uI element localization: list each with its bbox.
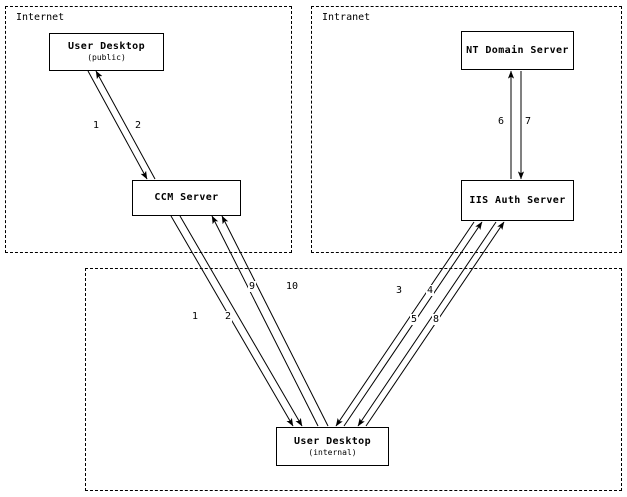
conn-public-to-ccm [87, 70, 148, 180]
zone-lan [85, 268, 622, 491]
node-title: CCM Server [154, 192, 219, 203]
node-subtitle: (internal) [308, 447, 357, 457]
flow-step-label: 7 [524, 116, 533, 127]
flow-step-label: 1 [92, 120, 101, 131]
flow-step-label: 6 [497, 116, 506, 127]
flow-step-label: 8 [432, 314, 441, 325]
flow-step-label: 5 [410, 314, 419, 325]
node-user-desktop-internal[interactable]: User Desktop (internal) [276, 427, 389, 466]
node-ccm-server[interactable]: CCM Server [132, 180, 241, 216]
node-user-desktop-public[interactable]: User Desktop (public) [49, 33, 164, 71]
flow-step-label: 10 [285, 281, 300, 292]
node-iis-auth-server[interactable]: IIS Auth Server [461, 180, 574, 221]
conn-iis-to-internal [335, 221, 497, 427]
node-title: IIS Auth Server [469, 194, 566, 206]
conn-internal-to-ccm [211, 215, 329, 427]
zone-internet [5, 6, 292, 253]
flow-step-label: 9 [248, 281, 257, 292]
zone-intranet-label: Intranet [322, 12, 371, 23]
zone-internet-label: Internet [16, 12, 65, 23]
zone-intranet [311, 6, 622, 253]
flow-step-label: 2 [134, 120, 143, 131]
conn-ccm-to-public [95, 70, 156, 180]
node-title: User Desktop [293, 435, 372, 447]
node-subtitle: (public) [87, 53, 126, 62]
conn-internal-to-iis [343, 221, 505, 427]
flow-step-label: 4 [426, 285, 435, 296]
flow-step-label: 1 [191, 311, 200, 322]
flow-step-label: 3 [395, 285, 404, 296]
flow-step-label: 2 [224, 311, 233, 322]
node-title: User Desktop [67, 41, 146, 52]
node-nt-domain-server[interactable]: NT Domain Server [461, 31, 574, 70]
node-title: NT Domain Server [466, 44, 569, 56]
